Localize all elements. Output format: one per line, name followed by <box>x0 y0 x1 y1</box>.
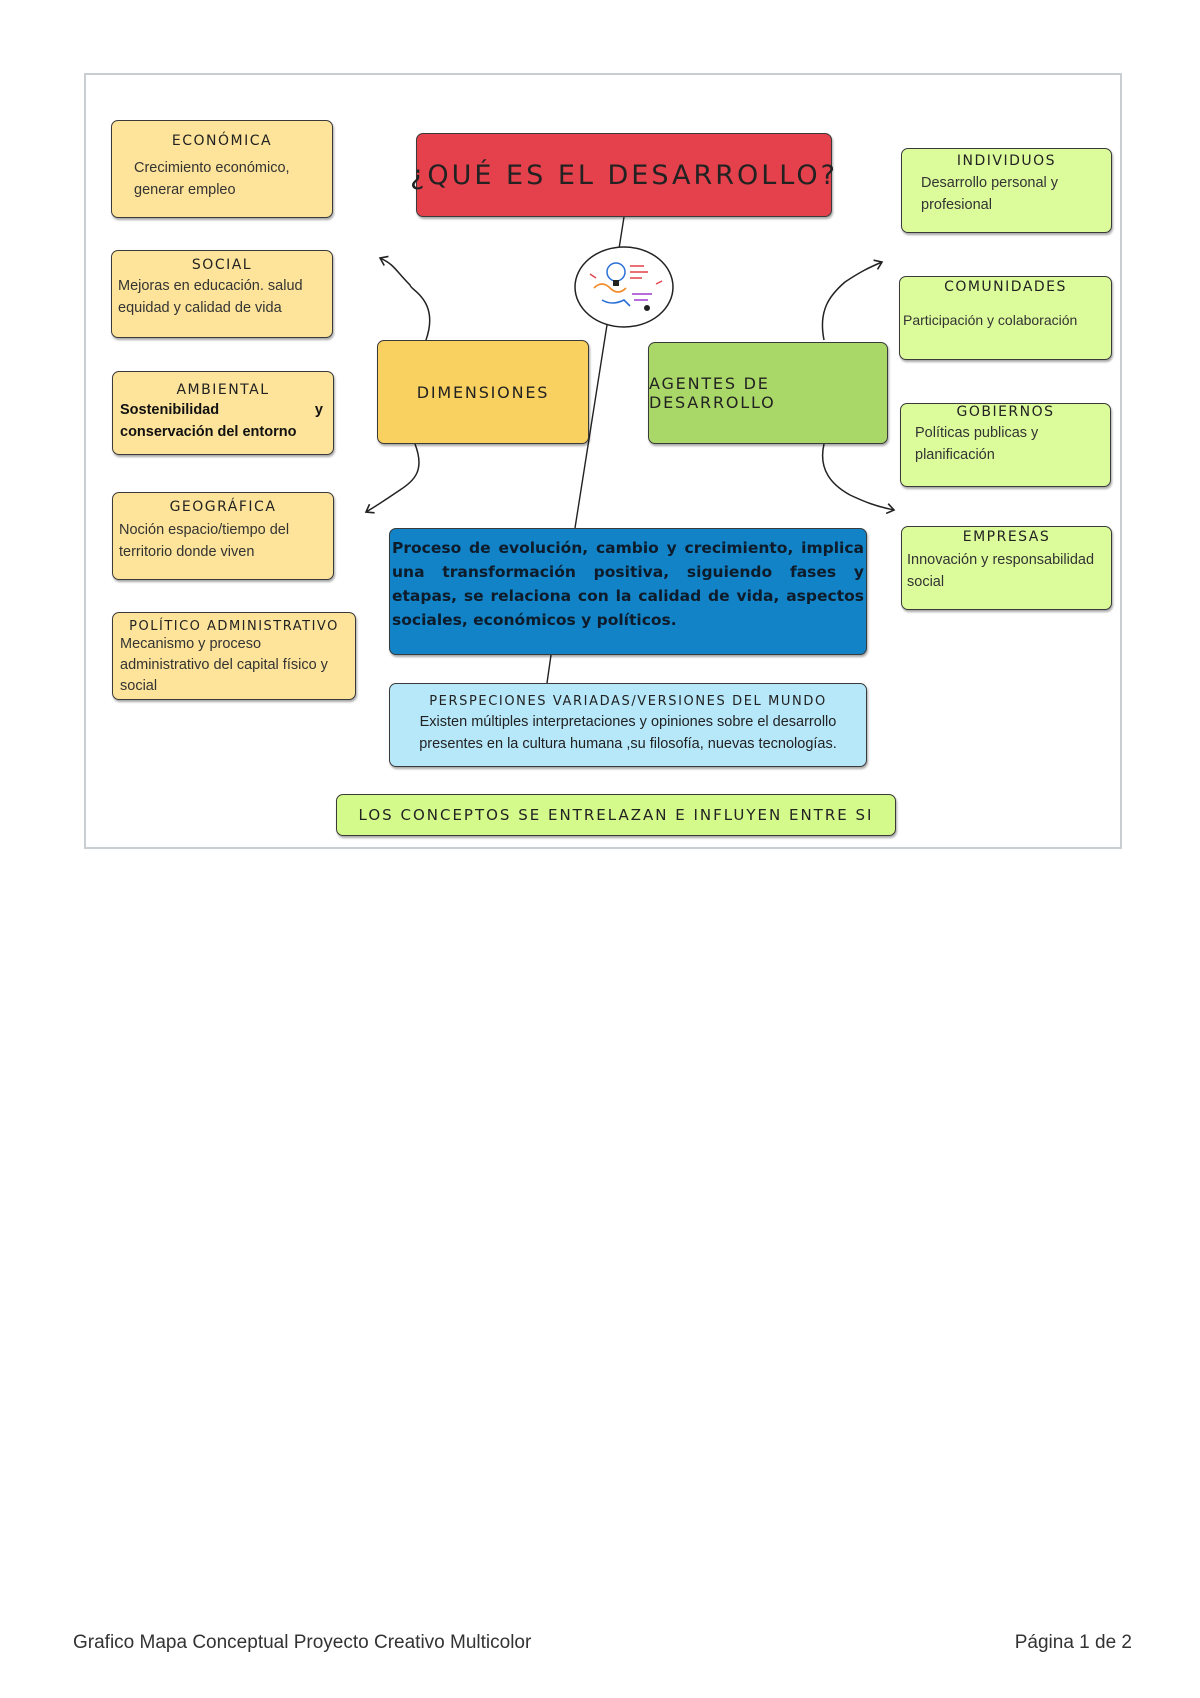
agent-title: INDIVIDUOS <box>956 153 1057 169</box>
dimensions-label: DIMENSIONES <box>416 382 550 402</box>
arrow-agents-down <box>821 443 896 515</box>
definition-to-perspectives-line <box>546 654 552 684</box>
dimension-title: ECONÓMICA <box>171 133 273 149</box>
definition-text: Proceso de evolución, cambio y crecimien… <box>392 539 864 629</box>
dimension-title: SOCIAL <box>191 257 253 273</box>
agent-title: GOBIERNOS <box>956 404 1055 420</box>
agent-card-empresas: EMPRESAS Innovación y responsabilidad so… <box>901 526 1112 610</box>
agent-card-comunidades: COMUNIDADES Participación y colaboración <box>899 276 1112 360</box>
dimension-card-economica: ECONÓMICA Crecimiento económico, generar… <box>111 120 333 218</box>
agent-card-gobiernos: GOBIERNOS Políticas publicas y planifica… <box>900 403 1111 487</box>
footer-document-title: Grafico Mapa Conceptual Proyecto Creativ… <box>73 1632 532 1653</box>
dimension-text: Mejoras en educación. salud equidad y ca… <box>118 278 303 316</box>
agent-text: Desarrollo personal y profesional <box>921 175 1059 213</box>
dimension-card-geografica: GEOGRÁFICA Noción espacio/tiempo del ter… <box>112 492 334 580</box>
dimension-text: Sostenibilidad y conservación del entorn… <box>120 402 323 440</box>
dimension-text: Mecanismo y proceso administrativo del c… <box>120 636 328 694</box>
conclusion-box: LOS CONCEPTOS SE ENTRELAZAN E INFLUYEN E… <box>336 794 896 836</box>
dimension-card-social: SOCIAL Mejoras en educación. salud equid… <box>111 250 333 338</box>
dimension-title: POLÍTICO ADMINISTRATIVO <box>129 619 339 634</box>
dimension-text: Crecimiento económico, generar empleo <box>134 160 290 198</box>
agents-box: AGENTES DE DESARROLLO <box>648 342 888 444</box>
agent-title: COMUNIDADES <box>944 279 1067 295</box>
agents-label: AGENTES DE DESARROLLO <box>649 374 776 412</box>
dimension-card-politico-administrativo: POLÍTICO ADMINISTRATIVO Mecanismo y proc… <box>112 612 356 700</box>
perspectives-title: PERSPECIONES VARIADAS/VERSIONES DEL MUND… <box>429 694 827 709</box>
agent-text: Innovación y responsabilidad social <box>907 552 1095 590</box>
lightbulb-idea-icon <box>574 246 674 328</box>
agent-text: Políticas publicas y planificación <box>915 425 1039 463</box>
definition-box: Proceso de evolución, cambio y crecimien… <box>389 528 867 655</box>
agent-text: Participación y colaboración <box>903 312 1078 328</box>
dimension-card-ambiental: AMBIENTAL Sostenibilidad y conservación … <box>112 371 334 455</box>
main-title-box: ¿QUÉ ES EL DESARROLLO? <box>410 133 835 217</box>
arrow-dimensions-up <box>378 255 431 341</box>
agent-card-individuos: INDIVIDUOS Desarrollo personal y profesi… <box>901 148 1112 233</box>
dimension-title: GEOGRÁFICA <box>169 499 277 515</box>
dimensions-box: DIMENSIONES <box>377 340 589 444</box>
dimension-text: Noción espacio/tiempo del territorio don… <box>119 522 290 560</box>
agent-title: EMPRESAS <box>962 529 1051 545</box>
arrow-agents-up <box>821 259 884 341</box>
footer-page-indicator: Página 1 de 2 <box>1014 1632 1132 1653</box>
dimension-title: AMBIENTAL <box>176 382 270 398</box>
arrow-dimensions-down <box>364 443 420 514</box>
perspectives-text: Existen múltiples interpretaciones y opi… <box>419 714 837 752</box>
perspectives-box: PERSPECIONES VARIADAS/VERSIONES DEL MUND… <box>389 683 867 767</box>
main-title: ¿QUÉ ES EL DESARROLLO? <box>410 159 838 191</box>
conclusion-text: LOS CONCEPTOS SE ENTRELAZAN E INFLUYEN E… <box>358 806 874 824</box>
